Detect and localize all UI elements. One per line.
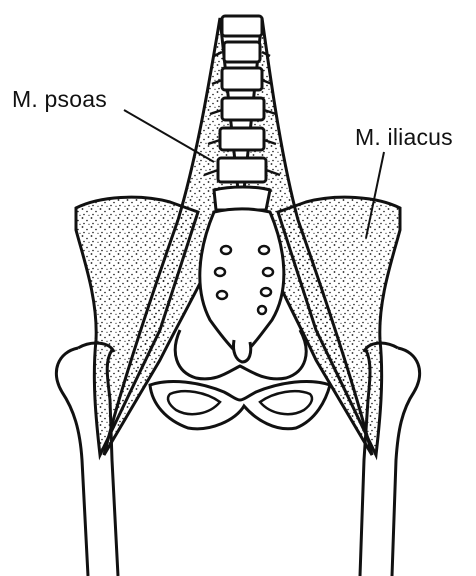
psoas-label: M. psoas [12, 86, 107, 113]
sacrum [200, 209, 284, 352]
coccyx [233, 340, 250, 362]
iliacus-label: M. iliacus [355, 124, 453, 151]
pubic-rami [150, 381, 330, 428]
